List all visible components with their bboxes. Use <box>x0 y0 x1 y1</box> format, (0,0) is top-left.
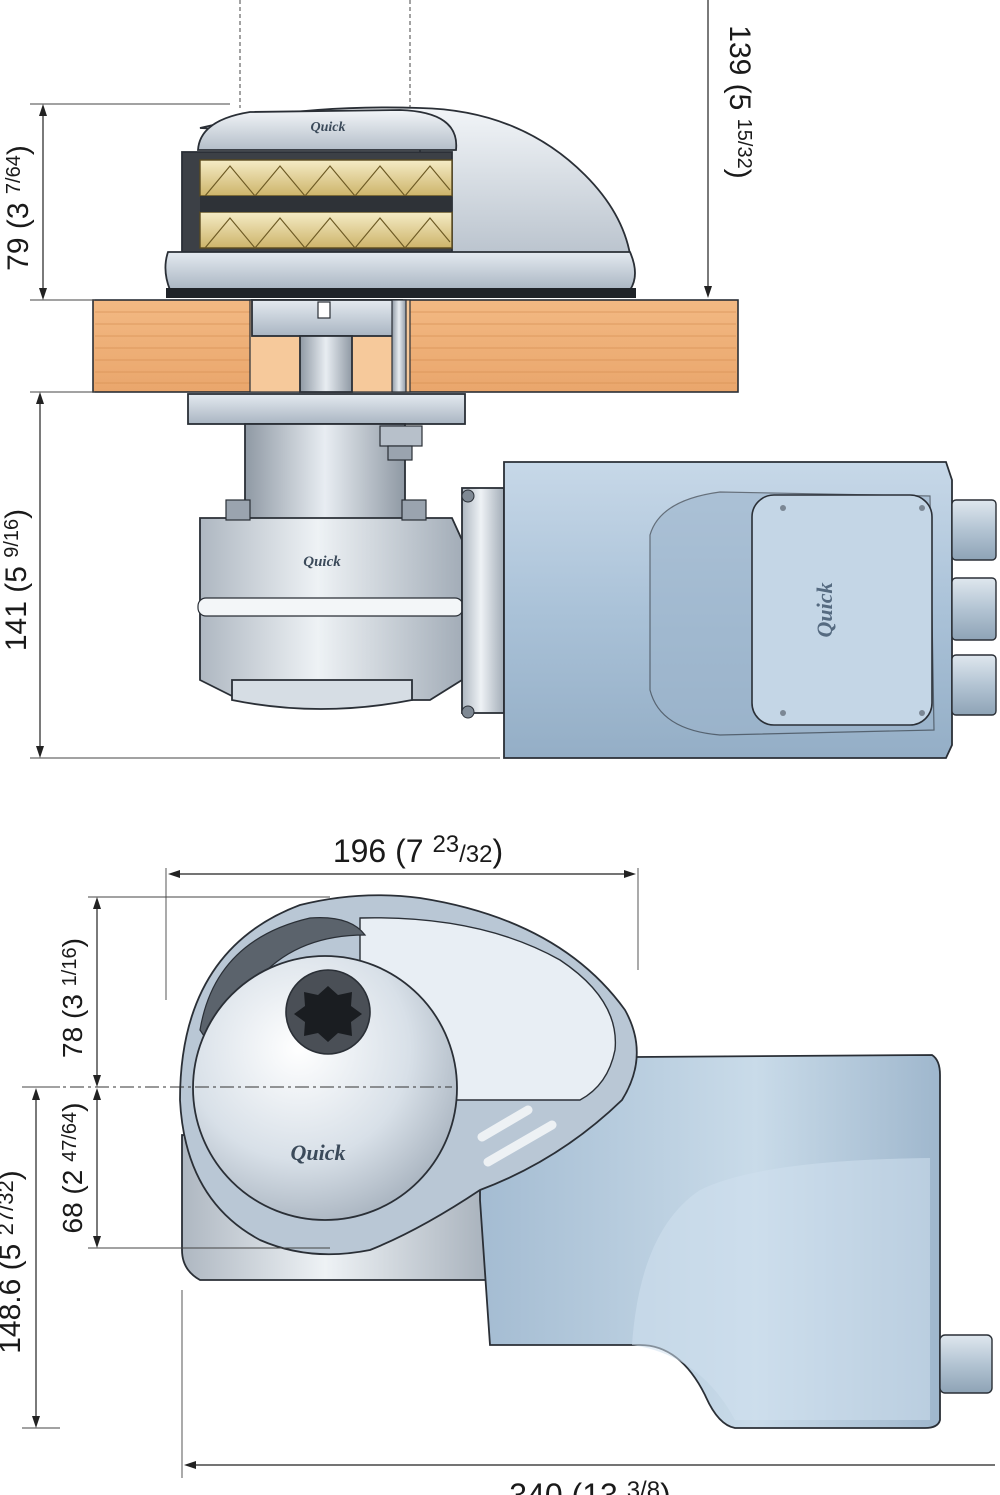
dim-label-rear-depth: 68 (2 47/64) <box>57 1102 88 1233</box>
motor-top <box>479 1054 993 1429</box>
main-shaft <box>251 299 407 393</box>
logo-drum-top: Quick <box>291 1140 346 1165</box>
capstan-drum <box>192 955 458 1221</box>
cable-glands <box>951 499 997 716</box>
gypsy-chain-wheel <box>199 159 453 249</box>
logo-motor-cover: Quick <box>812 583 837 638</box>
dim-rear-depth: 68 (2 47/64) <box>57 1088 330 1249</box>
below-deck-unit: Quick Quick <box>187 393 997 759</box>
dim-overall-height: 139 (5 15/32) <box>704 0 756 298</box>
dim-total-depth: 148.6 (5 27/32) <box>0 1086 60 1429</box>
winch-handle-socket <box>285 969 371 1055</box>
dim-label-below-deck: 141 (5 9/16) <box>0 509 33 651</box>
top-view: Quick Quick <box>0 831 995 1495</box>
dim-overall-length: 340 (13 3/8) <box>181 1290 995 1495</box>
above-deck-unit: Quick <box>164 106 636 298</box>
dim-label-total-depth: 148.6 (5 27/32) <box>0 1170 27 1354</box>
windlass-housing-top: Quick <box>179 894 638 1256</box>
dim-label-overall-height: 139 (5 15/32) <box>723 25 756 178</box>
dim-label-overall-length: 340 (13 3/8) <box>509 1477 670 1495</box>
dim-below-deck: 141 (5 9/16) <box>0 391 500 759</box>
motor-side: Quick <box>503 461 997 759</box>
dim-width: 196 (7 23/32) <box>165 831 639 1000</box>
logo-cap-side: Quick <box>311 120 346 135</box>
logo-gearbox-side: Quick <box>303 554 341 570</box>
dim-above-deck: 79 (3 7/64) <box>2 103 230 301</box>
dim-label-front-depth: 78 (3 1/16) <box>57 938 88 1058</box>
deck-board <box>92 299 739 393</box>
bolt-top <box>379 425 423 461</box>
cable-gland-top <box>939 1334 993 1394</box>
dim-front-depth: 78 (3 1/16) <box>57 896 330 1087</box>
dim-label-above-deck: 79 (3 7/64) <box>2 145 35 271</box>
dim-label-width: 196 (7 23/32) <box>333 831 503 869</box>
side-view: Quick Quick <box>0 0 997 759</box>
